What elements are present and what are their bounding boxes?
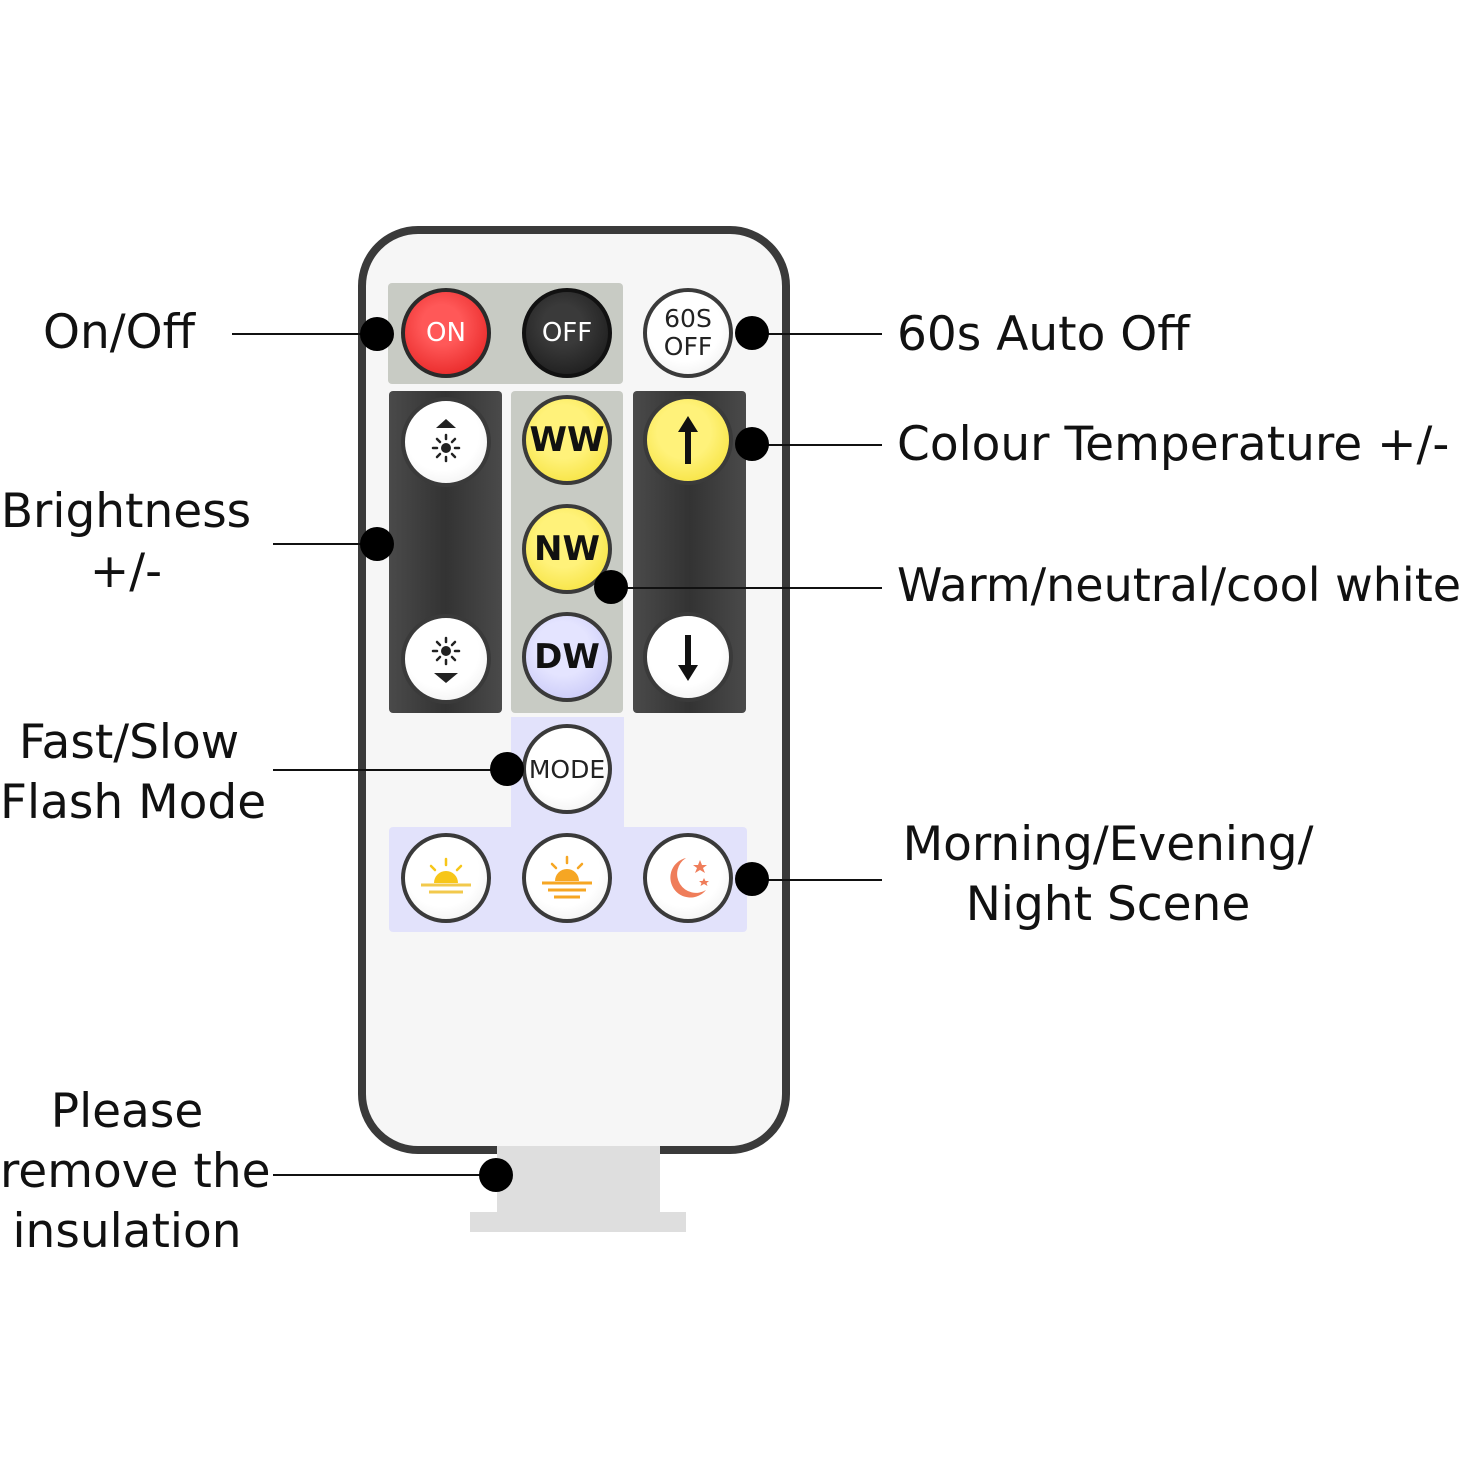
scene-label: Morning/Evening/ Night Scene (880, 815, 1336, 935)
on-button[interactable]: ON (401, 288, 491, 378)
auto-off-label-line1: 60S (664, 304, 712, 333)
night-scene-button[interactable] (643, 833, 733, 923)
on-off-label: On/Off (43, 305, 195, 360)
auto-off-label: 60s Auto Off (897, 307, 1190, 362)
brightness-down-button[interactable] (401, 614, 491, 704)
moon-stars-icon (670, 858, 709, 898)
brightness-label: Brightness +/- (0, 482, 252, 602)
dw-button[interactable]: DW (522, 612, 612, 702)
flash-label-line2: Flash Mode (0, 775, 267, 830)
callout-line-insulation (273, 1174, 496, 1176)
scene-label-line1: Morning/Evening/ (902, 817, 1314, 872)
callout-dot-insulation (479, 1158, 513, 1192)
insulation-label: Please remove the insulation (0, 1082, 271, 1262)
ww-button[interactable]: WW (522, 395, 612, 485)
callout-dot-scene (735, 862, 769, 896)
callout-line-brightness (273, 543, 377, 545)
off-button[interactable]: OFF (522, 288, 612, 378)
temp-down-button[interactable] (643, 612, 733, 702)
brightness-down-icon (431, 636, 461, 683)
callout-dot-auto-off (735, 316, 769, 350)
morning-scene-button[interactable] (401, 833, 491, 923)
mode-button[interactable]: MODE (522, 724, 612, 814)
white-label: Warm/neutral/cool white (897, 558, 1462, 612)
callout-line-scene (752, 879, 882, 881)
sunset-icon (542, 855, 592, 899)
callout-dot-colour-temp (735, 427, 769, 461)
callout-line-flash (273, 769, 507, 771)
nw-button[interactable]: NW (522, 504, 612, 594)
insulation-label-line2: remove the (0, 1144, 271, 1199)
auto-off-label-line2: OFF (663, 332, 713, 361)
temp-up-button[interactable] (643, 395, 733, 485)
callout-dot-flash (490, 752, 524, 786)
brightness-label-line1: Brightness (0, 484, 252, 539)
insulation-tab-base (470, 1212, 686, 1232)
evening-scene-button[interactable] (522, 833, 612, 923)
insulation-tab[interactable] (497, 1146, 660, 1216)
brightness-label-line2: +/- (89, 544, 163, 599)
sunrise-icon (421, 857, 471, 894)
callout-dot-brightness (360, 527, 394, 561)
brightness-up-button[interactable] (401, 397, 491, 487)
callout-line-white (611, 587, 882, 589)
scene-label-line2: Night Scene (965, 877, 1251, 932)
callout-dot-on-off (360, 317, 394, 351)
colour-temp-label: Colour Temperature +/- (897, 417, 1450, 472)
flash-label: Fast/Slow Flash Mode (0, 713, 267, 833)
callout-line-on-off (232, 333, 377, 335)
callout-line-auto-off (752, 333, 882, 335)
brightness-up-icon (431, 419, 461, 463)
callout-line-colour-temp (752, 444, 882, 446)
insulation-label-line1: Please (50, 1084, 204, 1139)
flash-label-line1: Fast/Slow (18, 715, 240, 770)
insulation-label-line3: insulation (12, 1204, 242, 1259)
arrow-up-icon (678, 416, 698, 464)
callout-dot-white (594, 570, 628, 604)
arrow-down-icon (678, 635, 698, 681)
auto-off-button-label: 60S OFF (664, 305, 712, 361)
auto-off-button[interactable]: 60S OFF (643, 288, 733, 378)
